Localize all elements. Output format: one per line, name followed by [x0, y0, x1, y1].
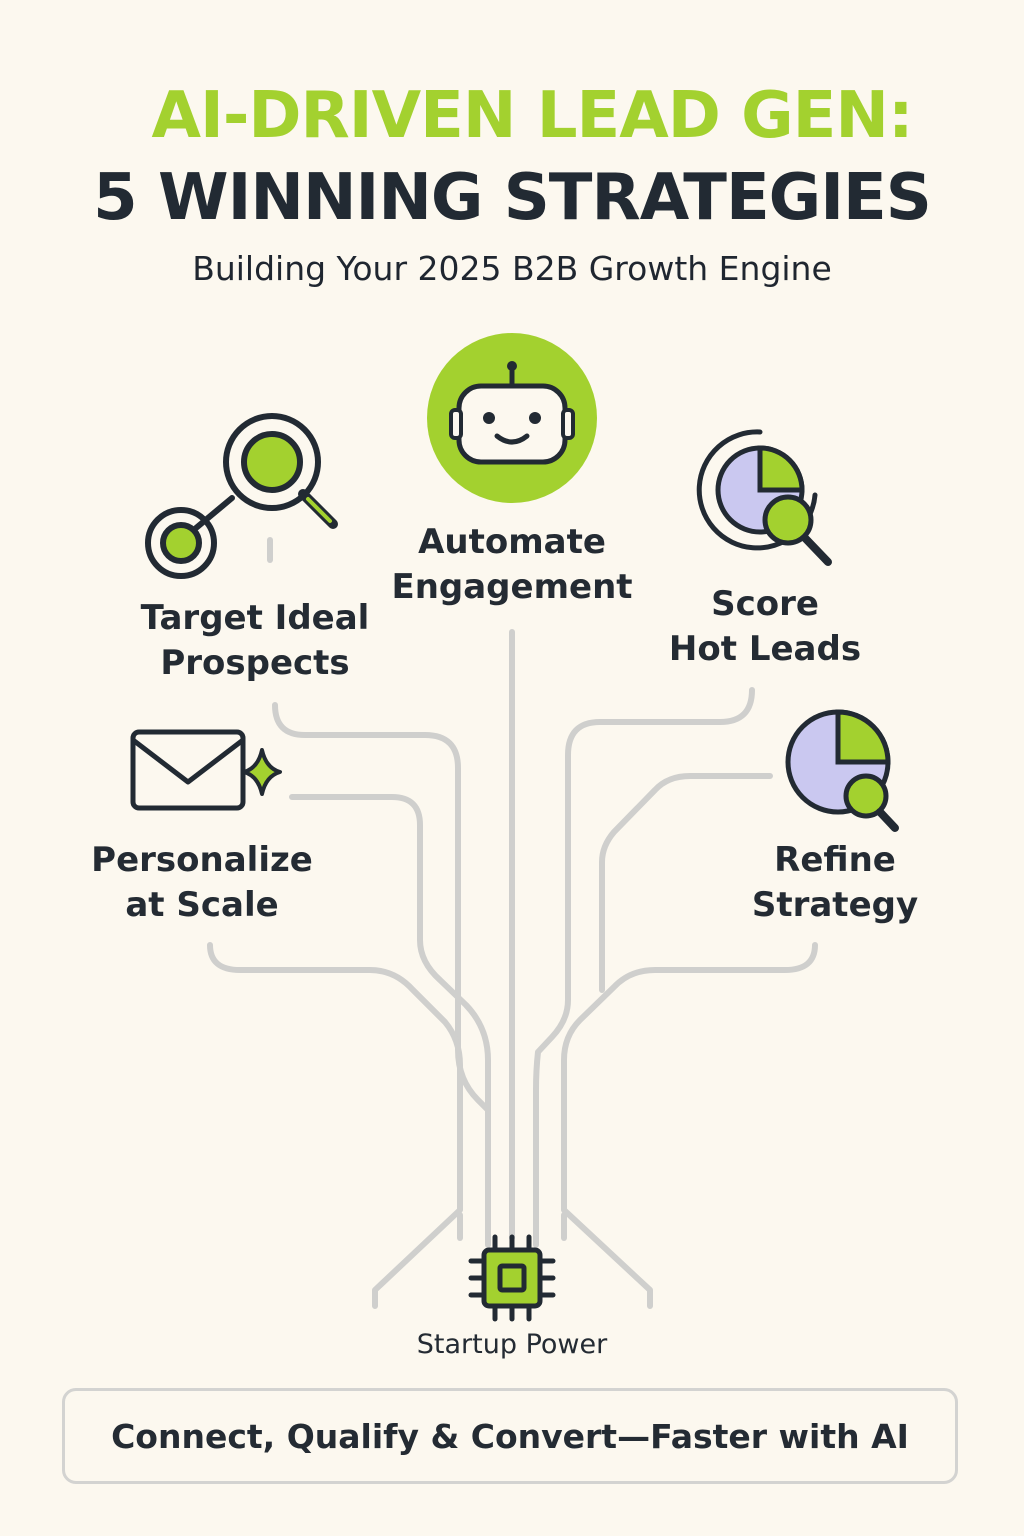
strategy-label-refine-strategy: Refine Strategy	[700, 838, 970, 928]
strategy-label-target-ideal-prospects: Target Ideal Prospects	[115, 596, 395, 686]
subtitle: Building Your 2025 B2B Growth Engine	[192, 249, 832, 288]
envelope-sparkle-icon	[130, 729, 282, 811]
connector-person-a	[289, 794, 491, 1113]
footer-text: Connect, Qualify & Convert—Faster with A…	[111, 1416, 909, 1456]
strategy-label-text: Refine Strategy	[751, 840, 919, 925]
title-line-1: AI-DRIVEN LEAD GEN:	[151, 79, 913, 153]
chip-icon	[468, 1234, 556, 1322]
pie-chart-search-icon	[696, 429, 832, 566]
robot-icon	[427, 333, 597, 503]
pie-chart-magnifier-icon	[785, 709, 899, 832]
strategy-label-text: Target Ideal Prospects	[140, 598, 370, 683]
hub-label: Startup Power	[416, 1329, 608, 1360]
connector-refine-a	[599, 773, 773, 993]
connector-refine-b	[561, 942, 818, 1309]
footer-banner: Connect, Qualify & Convert—Faster with A…	[62, 1388, 958, 1484]
strategy-label-text: Automate Engagement	[391, 522, 633, 607]
strategy-label-text: Score Hot Leads	[668, 584, 862, 669]
connector-target-b	[272, 702, 491, 1248]
strategy-label-text: Personalize at Scale	[91, 840, 313, 925]
strategy-label-automate-engagement: Automate Engagement	[372, 520, 652, 610]
connector-score-a	[533, 687, 755, 1248]
strategy-label-personalize-at-scale: Personalize at Scale	[62, 838, 342, 928]
strategy-label-score-hot-leads: Score Hot Leads	[630, 582, 900, 672]
connector-person-b	[207, 942, 463, 1309]
connector-lines	[207, 537, 818, 1309]
title-line-2: 5 WINNING STRATEGIES	[93, 161, 932, 235]
target-search-icon	[145, 413, 338, 579]
